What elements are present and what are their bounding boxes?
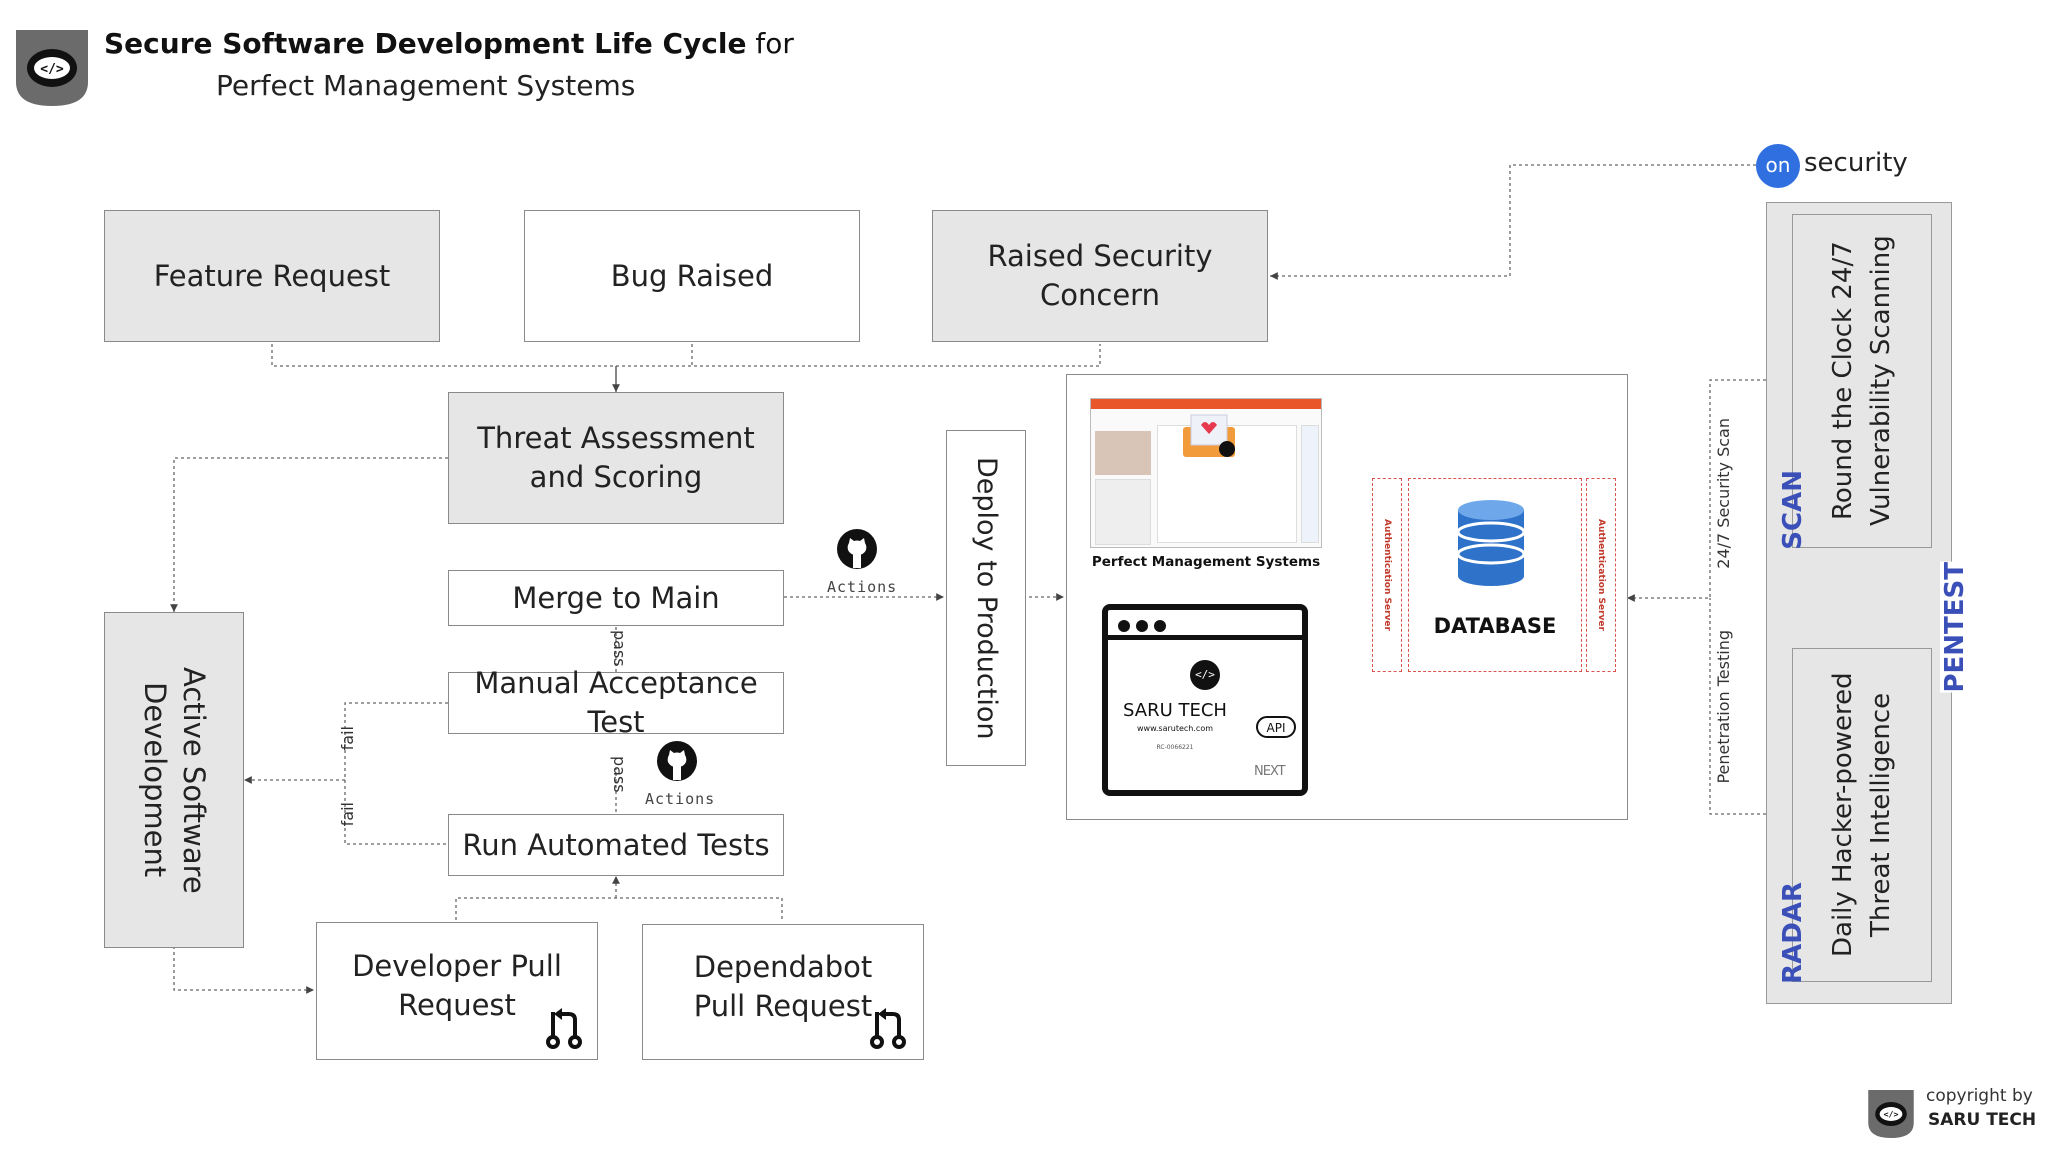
database-icon	[1456, 498, 1526, 588]
window-dot	[1118, 620, 1130, 632]
page-subtitle: Perfect Management Systems	[216, 69, 636, 102]
title-rest: for	[746, 27, 794, 60]
saru-code: RC-0066221	[1156, 744, 1194, 751]
auto-tests-label: Run Automated Tests	[462, 827, 770, 862]
database-zone	[1408, 478, 1582, 672]
code-shield-icon: </>	[1868, 1090, 1914, 1138]
page-title: Secure Software Development Life Cycle f…	[104, 24, 804, 64]
security-concern-node[interactable]: Raised Security Concern	[932, 210, 1268, 342]
header-logo: </>	[16, 30, 88, 106]
auth-server-right: Authentication Server	[1586, 478, 1616, 672]
auth-server-left: Authentication Server	[1372, 478, 1402, 672]
auth-server-left-label: Authentication Server	[1382, 519, 1392, 631]
code-shield-icon: </>	[16, 30, 88, 106]
auth-server-right-label: Authentication Server	[1596, 519, 1606, 631]
app-sidebar	[1095, 479, 1151, 545]
copyright-company: SARU TECH	[1928, 1110, 2037, 1130]
app-topbar	[1091, 399, 1321, 409]
threat-assessment-node[interactable]: Threat Assessment and Scoring	[448, 392, 784, 524]
pass-label-top: pass	[610, 630, 629, 667]
feature-request-label: Feature Request	[153, 258, 391, 293]
title-bold: Secure Software Development Life Cycle	[104, 27, 747, 60]
manual-test-node[interactable]: Manual Acceptance Test	[448, 666, 784, 739]
github-icon	[656, 740, 698, 782]
dependabot-pr-label: Dependabot Pull Request	[693, 950, 873, 1023]
saru-name: SARU TECH	[1123, 700, 1227, 721]
fail-label-bottom: fail	[338, 802, 357, 827]
merge-main-node[interactable]: Merge to Main	[448, 570, 784, 626]
window-dot	[1154, 620, 1166, 632]
app-caption: Perfect Management Systems	[1091, 554, 1321, 570]
deploy-node[interactable]: Deploy to Production	[946, 430, 1026, 766]
saru-url: www.sarutech.com	[1136, 724, 1214, 733]
onsecurity-text: security	[1804, 148, 1908, 178]
onsecurity-logo: on	[1756, 144, 1800, 188]
envelope-icon	[1181, 413, 1237, 459]
bug-raised-node[interactable]: Bug Raised	[524, 210, 860, 342]
api-cloud-icon: API	[1256, 716, 1296, 738]
pull-request-icon	[868, 1004, 908, 1050]
pull-request-icon	[544, 1004, 584, 1050]
app-screenshot	[1090, 398, 1322, 548]
onsecurity-on: on	[1765, 153, 1791, 177]
github-icon	[836, 528, 878, 570]
scan-edge-label: 24/7 Security Scan	[1714, 418, 1733, 569]
scan-card[interactable]: Round the Clock 24/7 Vulnerability Scann…	[1792, 214, 1932, 548]
actions-label-bottom: Actions	[645, 790, 716, 808]
code-logo-icon: </>	[1190, 660, 1220, 690]
bug-raised-label: Bug Raised	[610, 258, 774, 293]
deploy-label: Deploy to Production	[971, 456, 1002, 740]
app-photo	[1095, 431, 1151, 475]
actions-label-top: Actions	[827, 578, 898, 596]
app-rightbar	[1301, 425, 1319, 543]
svg-text:</>: </>	[1884, 1109, 1899, 1119]
scan-label: SCAN	[1778, 470, 1808, 550]
window-dot	[1136, 620, 1148, 632]
active-dev-label: Active Software Development	[138, 666, 211, 894]
fail-label-top: fail	[338, 726, 357, 751]
next-badge: NEXT	[1254, 764, 1286, 779]
auto-tests-node[interactable]: Run Automated Tests	[448, 814, 784, 876]
browser-window-icon: </> SARU TECH www.sarutech.com RC-006622…	[1102, 604, 1308, 796]
browser-titlebar	[1108, 610, 1302, 640]
database-label: DATABASE	[1433, 614, 1557, 638]
threat-assessment-label: Threat Assessment and Scoring	[477, 421, 755, 494]
radar-card[interactable]: Daily Hacker-powered Threat Intelligence	[1792, 648, 1932, 982]
svg-text:</>: </>	[40, 62, 64, 77]
api-badge-label: API	[1266, 721, 1286, 735]
manual-test-label: Manual Acceptance Test	[474, 666, 758, 739]
pentest-label: PENTEST	[1940, 562, 1970, 693]
feature-request-node[interactable]: Feature Request	[104, 210, 440, 342]
merge-main-label: Merge to Main	[512, 580, 720, 615]
footer-logo: </>	[1868, 1090, 1914, 1138]
dev-pr-label: Developer Pull Request	[352, 949, 562, 1022]
radar-label: RADAR	[1778, 882, 1808, 984]
scan-text: Round the Clock 24/7 Vulnerability Scann…	[1828, 235, 1896, 527]
copyright-text: copyright by	[1926, 1086, 2033, 1106]
radar-text: Daily Hacker-powered Threat Intelligence	[1828, 672, 1896, 958]
security-concern-label: Raised Security Concern	[987, 239, 1213, 312]
app-content	[1157, 425, 1297, 543]
pass-label-bottom: pass	[610, 756, 629, 793]
active-dev-node[interactable]: Active Software Development	[104, 612, 244, 948]
pentest-edge-label: Penetration Testing	[1714, 630, 1733, 784]
